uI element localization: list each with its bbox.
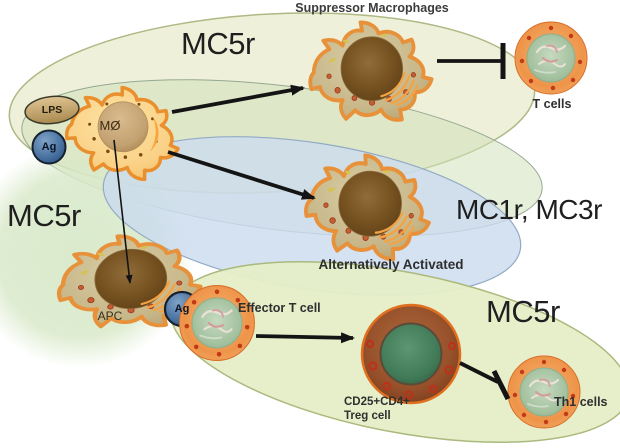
effector-t-cell-label: Effector T cell bbox=[238, 301, 321, 315]
receptor-label-mc1r-mc3r: MC1r, MC3r bbox=[456, 194, 602, 225]
t-cells-label: T cells bbox=[532, 97, 572, 111]
apc-label: APC bbox=[97, 309, 123, 323]
lps-label: LPS bbox=[41, 104, 63, 116]
th1-cells-label: Th1 cells bbox=[554, 395, 608, 409]
receptor-label-mc5r-top: MC5r bbox=[181, 26, 255, 61]
macrophage-mo-label: MØ bbox=[99, 118, 121, 133]
receptor-label-mc5r-bottom: MC5r bbox=[486, 294, 560, 329]
arrow-mo-to-suppressor bbox=[171, 84, 305, 114]
alternatively-activated-label: Alternatively Activated bbox=[318, 257, 464, 272]
receptor-label-mc5r-left: MC5r bbox=[7, 198, 81, 233]
diagram-title: Suppressor Macrophages bbox=[295, 1, 449, 15]
arrow-mo-to-apc bbox=[113, 139, 133, 284]
arrow-effector-to-treg bbox=[255, 332, 355, 344]
treg-label-line1: CD25+CD4+ bbox=[344, 396, 410, 408]
lps-particle bbox=[24, 95, 80, 125]
antigen-top-label: Ag bbox=[41, 141, 57, 153]
inhibition-treg-to-th1 bbox=[459, 361, 511, 401]
th1-cell bbox=[506, 354, 582, 430]
antigen-top bbox=[31, 129, 67, 165]
treg-label-line2: Treg cell bbox=[344, 410, 391, 422]
t-cell bbox=[513, 20, 589, 96]
arrow-mo-to-alt-activated bbox=[167, 150, 316, 200]
inhibition-suppressor-to-tcells bbox=[437, 43, 506, 79]
treg-cell bbox=[360, 303, 462, 405]
antigen-bottom-label: Ag bbox=[174, 303, 190, 315]
effector-t-cell bbox=[178, 284, 256, 362]
